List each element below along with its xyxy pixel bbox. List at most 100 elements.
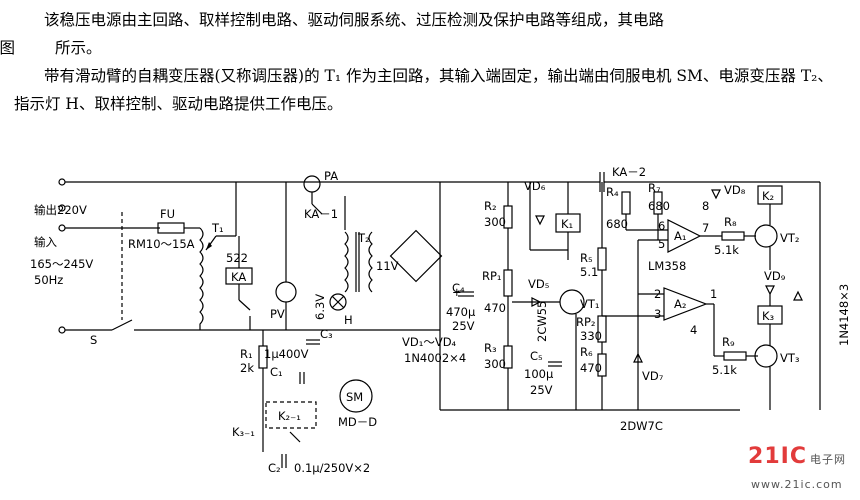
transformer-t2-secondary bbox=[368, 231, 373, 293]
paragraph-1-end: 所示。 bbox=[55, 39, 102, 57]
vd8-label: VD₈ bbox=[724, 183, 746, 197]
paragraph-1: 该稳压电源由主回路、取样控制电路、驱动伺服系统、过压检测及保护电路等组成，其电路… bbox=[0, 6, 846, 62]
vt2-label: VT₂ bbox=[780, 231, 800, 245]
motor-sm-label: SM bbox=[346, 390, 363, 404]
paragraph-1-text: 该稳压电源由主回路、取样控制电路、驱动伺服系统、过压检测及保护电路等组成，其电路 bbox=[44, 11, 665, 29]
output-220v-label: 输出220V bbox=[34, 203, 87, 217]
vt1-label: VT₁ bbox=[580, 297, 600, 311]
t2-label: T₂ bbox=[357, 231, 370, 245]
a2-pin3: 3 bbox=[654, 307, 661, 321]
rectifier-section: VD₁～VD₄ 1N4002×4 + C₄ 470μ 25V R₂ 300 RP… bbox=[389, 179, 740, 411]
a2-pin1: 1 bbox=[710, 287, 717, 301]
r7-label: R₇ bbox=[648, 181, 661, 195]
ammeter-pa-label: PA bbox=[324, 169, 338, 183]
diode-vd8 bbox=[711, 189, 721, 200]
vd6-label: VD₆ bbox=[524, 179, 546, 193]
c3-label: C₃ bbox=[320, 327, 333, 341]
vd9-label: VD₉ bbox=[764, 269, 786, 283]
tap-522-label: 522 bbox=[226, 251, 248, 265]
circuit-diagram: 输出220V 输入 165～245V 50Hz S FU RM10～15A T₁… bbox=[30, 165, 851, 475]
watermark-site: 电子网 bbox=[810, 453, 846, 466]
vt3-label: VT₃ bbox=[780, 351, 800, 365]
frequency-label: 50Hz bbox=[34, 273, 63, 287]
c2-label: C₂ bbox=[268, 461, 281, 475]
bridge-rectifier bbox=[389, 229, 443, 283]
rp2-value: 330 bbox=[580, 329, 602, 343]
input-section: 输出220V 输入 165～245V 50Hz S FU RM10～15A T₁… bbox=[30, 169, 440, 475]
c4-voltage: 25V bbox=[452, 319, 475, 333]
ammeter-pa bbox=[303, 175, 321, 193]
input-label: 输入 bbox=[34, 235, 57, 249]
r7-value: 680 bbox=[648, 199, 670, 213]
voltmeter-pv bbox=[275, 281, 297, 303]
contact-ka2-label: KA－2 bbox=[612, 165, 646, 179]
autotransformer-t1 bbox=[199, 227, 204, 330]
a1-pin8: 8 bbox=[702, 199, 709, 213]
zener-model-label: 2CW55 bbox=[535, 301, 549, 342]
fuse-fu bbox=[157, 222, 185, 234]
rp1-value: 470 bbox=[484, 301, 506, 315]
a1-label: A₁ bbox=[674, 229, 686, 243]
watermark-brand: 21IC bbox=[748, 444, 807, 469]
r5-label: R₅ bbox=[580, 251, 593, 265]
resistor-r8 bbox=[721, 231, 745, 241]
r2-value: 300 bbox=[484, 215, 506, 229]
diode-model-label: 1N4148×3 bbox=[837, 284, 851, 346]
diode-vd9 bbox=[765, 285, 775, 296]
r4-label: R₄ bbox=[606, 185, 619, 199]
c4-plus: + bbox=[452, 285, 462, 299]
c1-label: C₁ bbox=[270, 365, 283, 379]
watermark-url: www.21ic.com bbox=[751, 478, 843, 491]
servo-motor-sm bbox=[339, 379, 373, 413]
relay-ka-label: KA bbox=[231, 270, 246, 284]
relay-k2-label: K₂ bbox=[762, 189, 774, 203]
opamp-a1 bbox=[667, 219, 702, 253]
lamp-voltage-label: 6.3V bbox=[313, 294, 327, 320]
resistor-r4 bbox=[621, 191, 631, 215]
r8-label: R₈ bbox=[724, 215, 737, 229]
resistor-r5 bbox=[597, 247, 607, 271]
r9-value: 5.1k bbox=[712, 363, 737, 377]
r6-value: 470 bbox=[580, 361, 602, 375]
c3-value: 1μ400V bbox=[264, 347, 309, 361]
potentiometer-rp1 bbox=[503, 269, 513, 297]
vd5-label: VD₅ bbox=[528, 277, 550, 291]
diode-vd10 bbox=[793, 290, 803, 301]
lamp-h-label: H bbox=[344, 313, 353, 327]
r9-label: R₉ bbox=[722, 335, 735, 349]
c2-value: 0.1μ/250V×2 bbox=[294, 461, 370, 475]
transistor-vt2 bbox=[754, 224, 778, 248]
r1-value: 2k bbox=[240, 361, 254, 375]
resistor-r9 bbox=[723, 351, 747, 361]
t2-11v-label: 11V bbox=[376, 259, 399, 273]
r6-label: R₆ bbox=[580, 345, 593, 359]
rp1-label: RP₁ bbox=[482, 269, 502, 283]
transistor-vt3 bbox=[754, 344, 778, 368]
diode-vd6 bbox=[535, 215, 545, 226]
r4-value: 680 bbox=[606, 217, 628, 231]
fuse-rating-label: RM10～15A bbox=[128, 237, 195, 251]
bridge-diodes-label: VD₁～VD₄ bbox=[402, 335, 457, 349]
motor-model-label: MD－D bbox=[338, 415, 377, 429]
a1-pin7: 7 bbox=[702, 221, 709, 235]
paragraph-2: 带有滑动臂的自耦变压器(又称调压器)的 T₁ 作为主回路，其输入端固定，输出端由… bbox=[14, 67, 833, 113]
a2-pin4: 4 bbox=[690, 323, 697, 337]
opamp-a2 bbox=[663, 287, 708, 321]
relay-k1-label: K₁ bbox=[561, 217, 573, 231]
indicator-lamp-h bbox=[329, 293, 347, 311]
a1-pin6: 6 bbox=[658, 219, 665, 233]
a2-label: A₂ bbox=[674, 297, 686, 311]
input-range-label: 165～245V bbox=[30, 257, 93, 271]
comparator-section: KA－2 R₄ 680 R₅ 5.1 RP₂ 330 R₆ 470 R₇ 680… bbox=[576, 165, 851, 433]
fuse-fu-label: FU bbox=[160, 207, 175, 221]
r8-value: 5.1k bbox=[714, 243, 739, 257]
r3-label: R₃ bbox=[484, 341, 497, 355]
switch-s-label: S bbox=[90, 333, 97, 347]
r1-label: R₁ bbox=[240, 347, 253, 361]
contact-k21-label: K₂₋₁ bbox=[278, 409, 301, 423]
contact-ka1-label: KA－1 bbox=[304, 207, 338, 221]
r2-label: R₂ bbox=[484, 199, 497, 213]
relay-k3-label: K₃ bbox=[762, 309, 775, 323]
c4-label: C₄ bbox=[452, 281, 465, 295]
